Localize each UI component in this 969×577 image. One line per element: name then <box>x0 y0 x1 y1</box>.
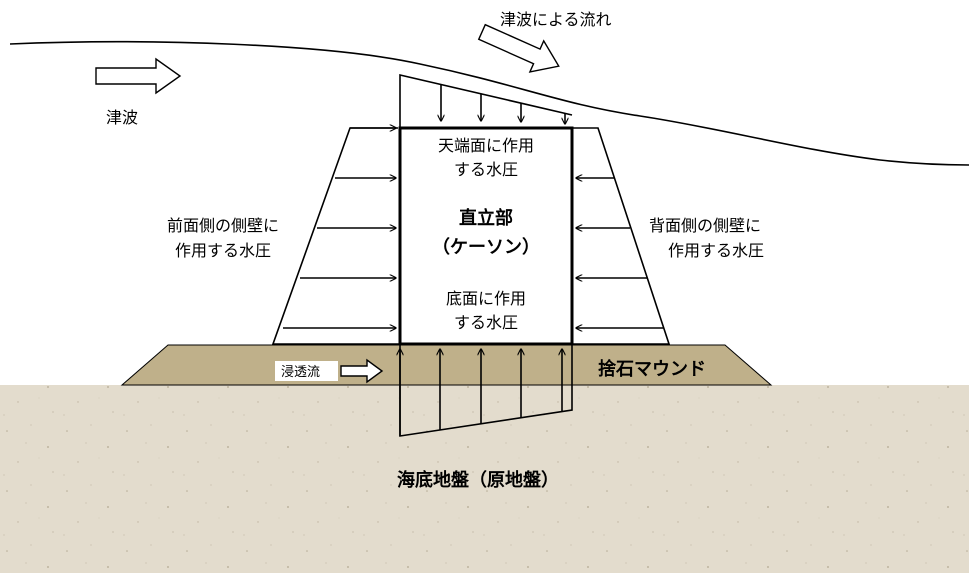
seepage-label-box <box>275 361 338 381</box>
bottom-pressure-arrows <box>400 349 562 436</box>
tsunami-label: 津波 <box>106 108 138 127</box>
flow-arrow <box>477 23 560 73</box>
front-pressure-arrows <box>283 128 396 328</box>
seabed <box>0 385 969 573</box>
front-pressure-label-1: 前面側の側壁に <box>167 216 279 235</box>
bottom-pressure-label-1: 底面に作用 <box>446 289 526 308</box>
back-pressure-outline <box>572 127 671 345</box>
bottom-pressure-label-2: する水圧 <box>454 313 518 332</box>
back-pressure-label-1: 背面側の側壁に <box>649 216 761 235</box>
front-pressure-outline <box>271 127 400 345</box>
top-pressure-outline <box>399 73 573 128</box>
mound-label: 捨石マウンド <box>598 358 706 380</box>
back-pressure-arrows <box>576 178 664 328</box>
top-pressure-label-1: 天端面に作用 <box>438 136 534 155</box>
caisson <box>398 126 574 346</box>
seabed-label: 海底地盤（原地盤） <box>397 469 559 491</box>
caisson-label-1: 直立部 <box>459 207 513 229</box>
seepage-label: 浸透流 <box>281 365 320 380</box>
flow-label: 津波による流れ <box>500 10 612 29</box>
seepage-arrow <box>340 358 384 384</box>
back-pressure-label-2: 作用する水圧 <box>668 241 764 260</box>
water-surface-line <box>9 40 969 166</box>
top-pressure-arrows <box>441 85 565 124</box>
caisson-label-2: （ケーソン） <box>432 237 540 258</box>
top-pressure-label-2: する水圧 <box>454 160 518 179</box>
tsunami-arrow <box>95 57 182 95</box>
front-pressure-label-2: 作用する水圧 <box>175 241 271 260</box>
